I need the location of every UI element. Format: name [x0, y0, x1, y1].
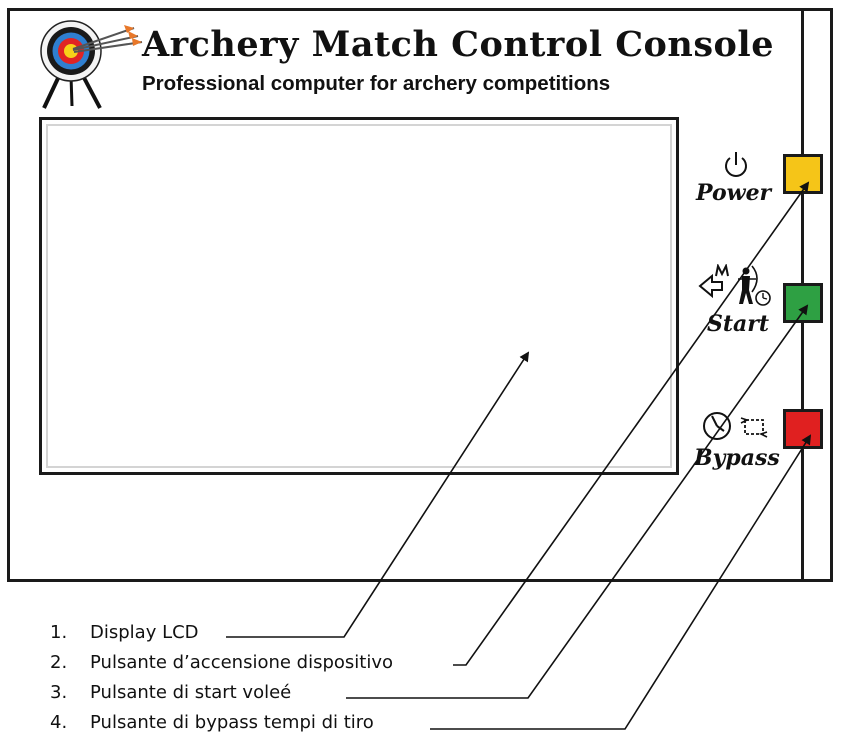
- bypass-label: Bypass: [694, 445, 780, 471]
- clock-bypass-icon: [703, 412, 768, 440]
- legend-list: 1. Display LCD 2. Pulsante d’accensione di…: [50, 618, 393, 738]
- legend-text: Pulsante d’accensione dispositivo: [90, 652, 394, 673]
- legend-number: 3.: [50, 682, 68, 703]
- legend-text: Pulsante di bypass tempi di tiro: [90, 712, 374, 733]
- legend-item: 2. Pulsante d’accensione dispositivo: [50, 648, 393, 678]
- console-subtitle: Professional computer for archery compet…: [142, 72, 611, 95]
- bypass-button[interactable]: [783, 409, 823, 449]
- archery-target-icon: [40, 20, 143, 109]
- lcd-display: [39, 117, 679, 475]
- legend-text: Pulsante di start voleé: [90, 682, 292, 703]
- legend-item: 3. Pulsante di start voleé: [50, 678, 393, 708]
- archer-timer-icon: [698, 264, 771, 306]
- lcd-screen: [46, 124, 672, 468]
- legend-number: 1.: [50, 622, 68, 643]
- start-label: Start: [707, 311, 770, 337]
- legend-number: 4.: [50, 712, 68, 733]
- legend-item: 4. Pulsante di bypass tempi di tiro: [50, 708, 393, 738]
- power-icon: [725, 152, 747, 177]
- legend-item: 1. Display LCD: [50, 618, 393, 648]
- start-button[interactable]: [783, 283, 823, 323]
- power-button[interactable]: [783, 154, 823, 194]
- legend-text: Display LCD: [90, 622, 199, 643]
- console-title: Archery Match Control Console: [142, 24, 774, 65]
- power-label: Power: [696, 180, 772, 206]
- legend-number: 2.: [50, 652, 68, 673]
